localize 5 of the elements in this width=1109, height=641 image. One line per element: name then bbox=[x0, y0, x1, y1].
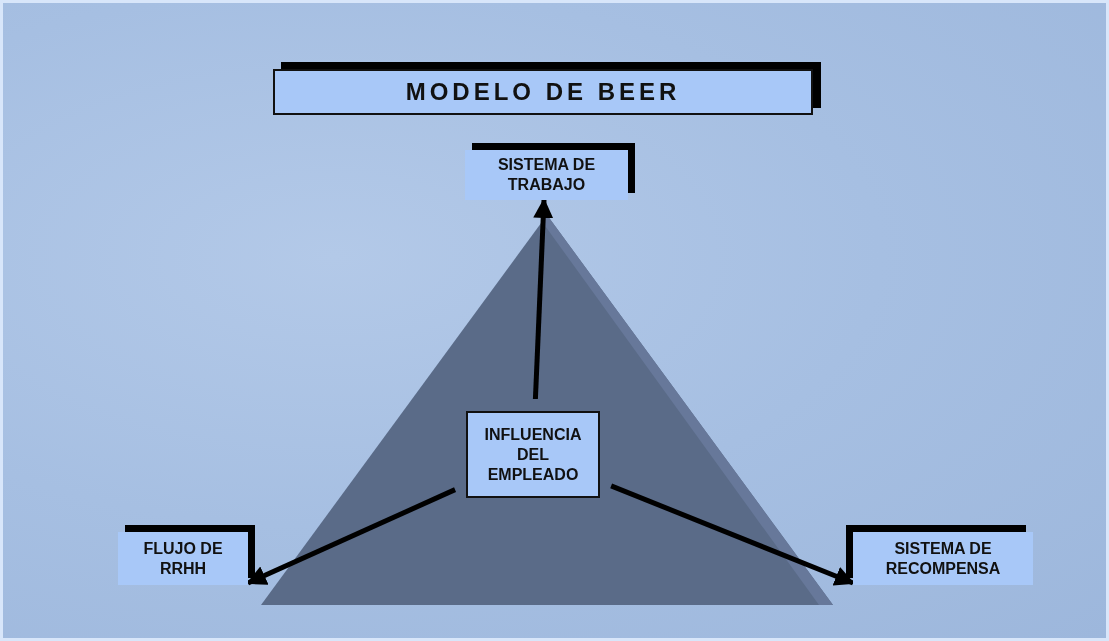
triangle-shape bbox=[261, 215, 833, 605]
arrow bbox=[246, 487, 457, 586]
arrow bbox=[532, 198, 554, 400]
arrow bbox=[610, 483, 855, 586]
label-box: INFLUENCIA DEL EMPLEADO bbox=[466, 411, 600, 498]
